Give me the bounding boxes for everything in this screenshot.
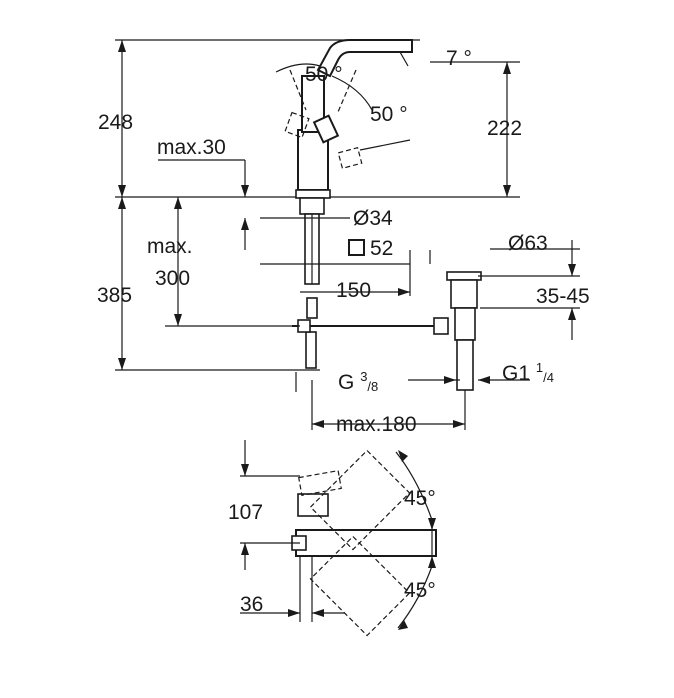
thread-g-sub: /8 <box>367 379 379 394</box>
swivel-up-label: 50 ° <box>305 63 343 86</box>
projection-150-label: 150 <box>336 279 372 302</box>
diameter-34-label: Ø34 <box>353 207 393 230</box>
spout-height-label: 222 <box>487 117 523 140</box>
thread-g-sup: 3 <box>360 369 368 384</box>
rotation-top-label: 45° <box>404 487 436 510</box>
thread-g-label: G 3/8 <box>338 370 378 393</box>
thread-g-letter: G <box>338 371 355 394</box>
max-180-label: max.180 <box>336 413 417 436</box>
offset-36-label: 36 <box>240 593 264 616</box>
thread-g1-letter: G1 <box>502 362 531 385</box>
rotation-bottom-label: 45° <box>404 579 436 602</box>
max-30-label: max.30 <box>157 136 226 159</box>
total-385-label: 385 <box>97 284 133 307</box>
range-35-45-label: 35-45 <box>536 285 590 308</box>
offset-107-label: 107 <box>228 501 264 524</box>
max-300-label-line1: max. <box>147 235 193 258</box>
square-52-label: 52 <box>370 237 394 260</box>
height-total-label: 248 <box>98 111 134 134</box>
spout-angle-label: 7 ° <box>446 47 472 70</box>
side-view-faucet <box>115 39 580 391</box>
side-view-dimensions <box>115 40 576 430</box>
thread-g1-sub: /4 <box>543 370 554 385</box>
max-300-label-line2: 300 <box>155 267 191 290</box>
square-icon <box>348 239 365 256</box>
thread-g1-label: G1 1/4 <box>502 361 554 384</box>
diameter-63-label: Ø63 <box>508 232 548 255</box>
thread-g1-sup: 1 <box>535 360 544 375</box>
top-view-faucet <box>240 440 437 637</box>
swivel-down-label: 50 ° <box>370 103 408 126</box>
